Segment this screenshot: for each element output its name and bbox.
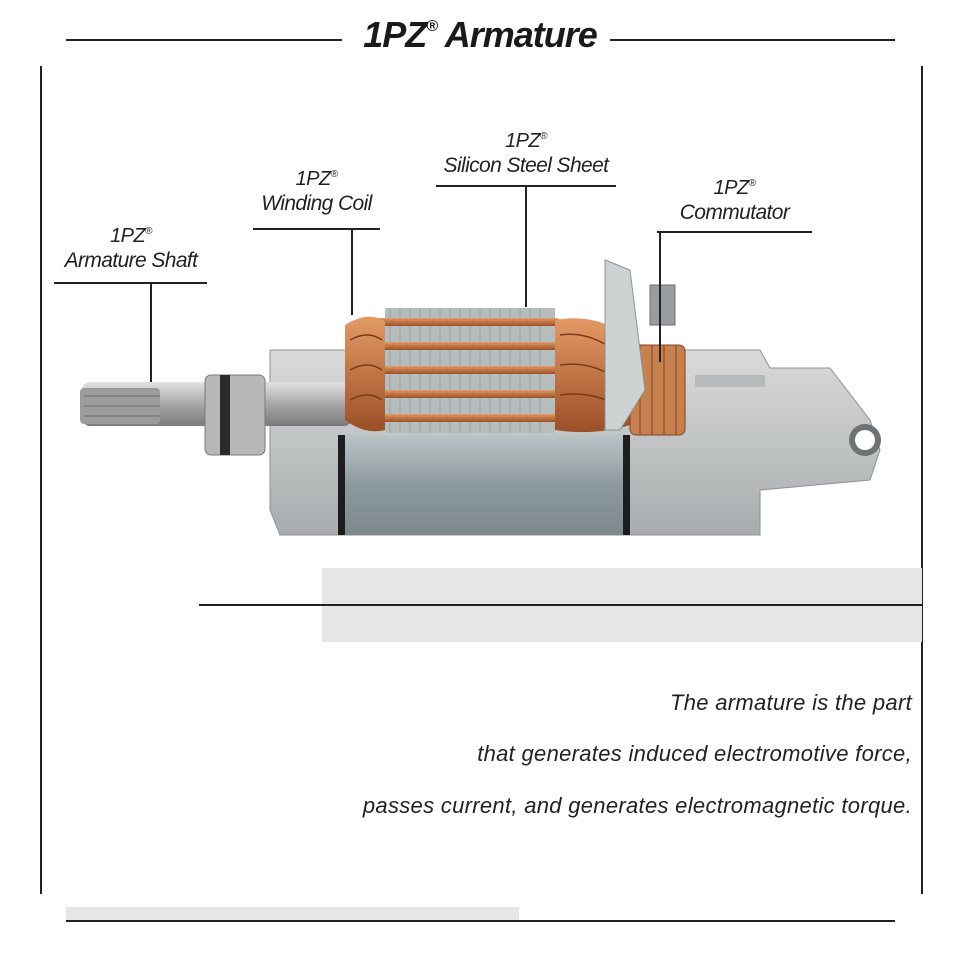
label-underline-commutator — [657, 231, 812, 233]
bottom-rule — [66, 920, 895, 922]
bottom-grey-bar — [66, 907, 519, 921]
label-winding-coil: 1PZ® Winding Coil — [261, 168, 372, 215]
description-line-1: The armature is the part — [670, 690, 912, 715]
frame-right — [921, 66, 923, 894]
label-commutator: 1PZ® Commutator — [679, 177, 790, 224]
leader-winding — [351, 229, 353, 315]
band-rule — [199, 604, 922, 606]
description-line-2: that generates induced electromotive for… — [477, 741, 912, 766]
title-brand: 1PZ — [363, 14, 427, 55]
leader-silicon — [525, 187, 527, 307]
leader-commutator — [659, 232, 661, 362]
title-rule-right — [610, 39, 895, 41]
leader-shaft — [150, 284, 152, 382]
label-underline-winding — [253, 228, 380, 230]
title-reg: ® — [426, 18, 438, 35]
frame-left — [40, 66, 42, 894]
title-rule-left — [66, 39, 342, 41]
brush-holder — [604, 259, 646, 431]
title-name: Armature — [444, 14, 598, 55]
label-underline-silicon — [436, 185, 616, 187]
page-title: 1PZ® Armature — [0, 14, 960, 56]
steel-sleeve — [340, 435, 630, 535]
label-armature-shaft: 1PZ® Armature Shaft — [64, 225, 198, 272]
armature-illustration — [80, 259, 881, 536]
label-silicon-steel: 1PZ® Silicon Steel Sheet — [443, 130, 609, 177]
label-underline-shaft — [54, 282, 207, 284]
description-line-3: passes current, and generates electromag… — [362, 793, 912, 818]
